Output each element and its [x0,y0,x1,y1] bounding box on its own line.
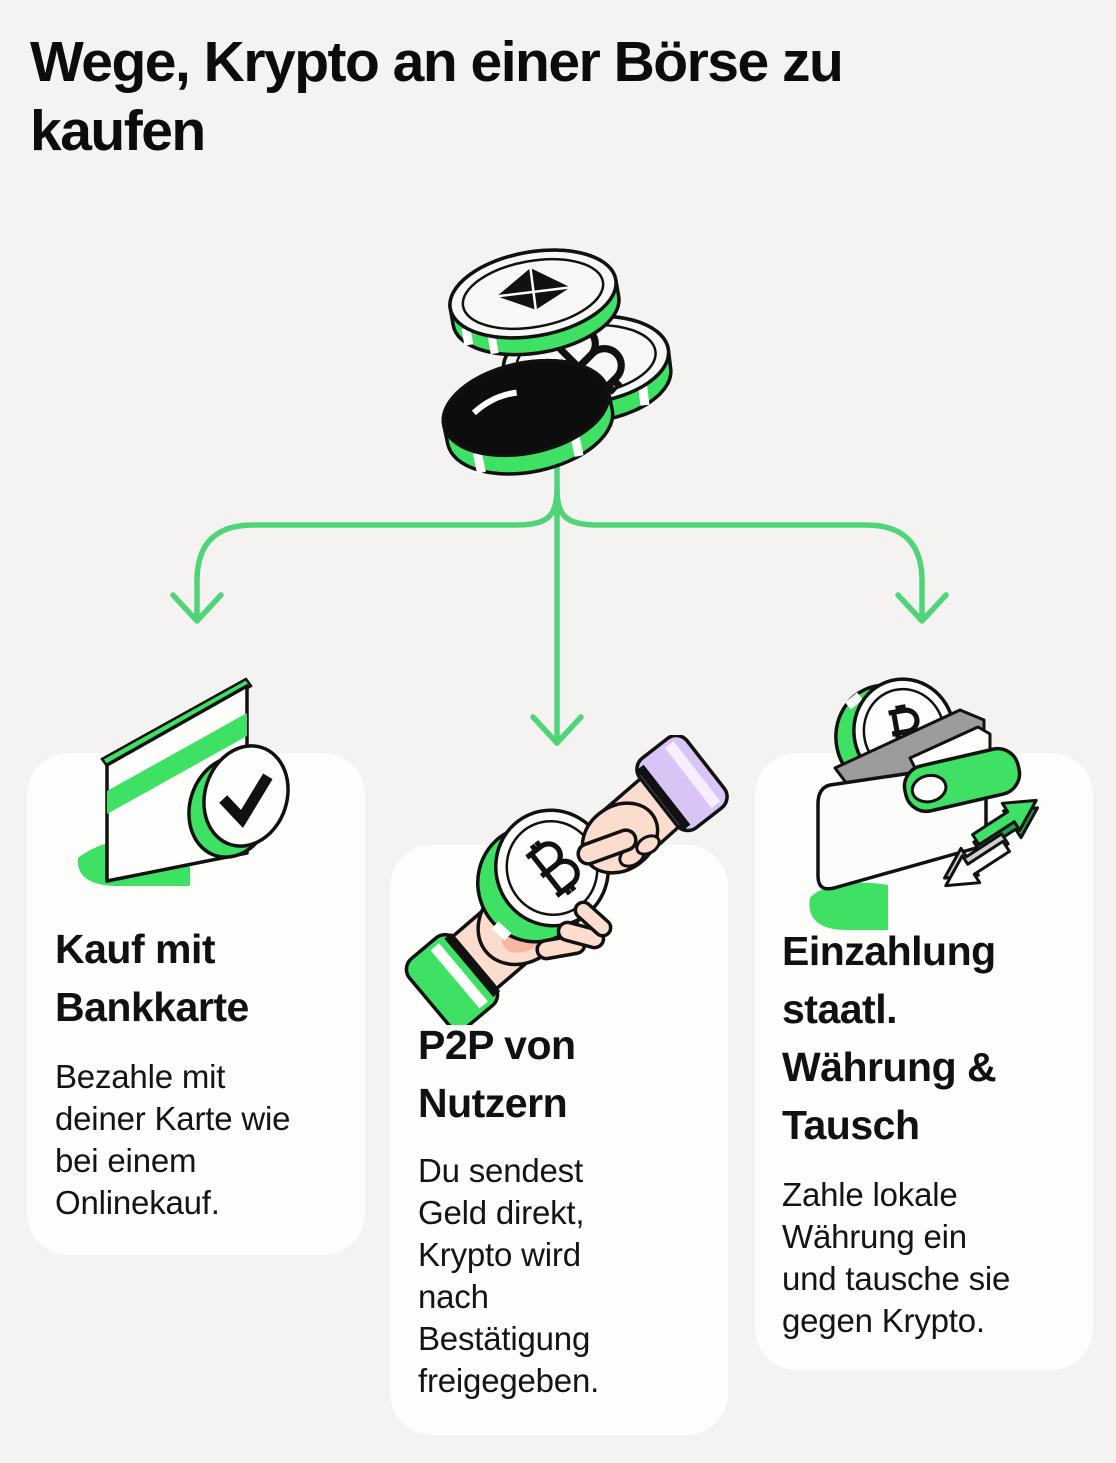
btc-coin-icon [476,808,610,944]
branch-right-arrowhead-icon [895,592,949,624]
check-circle-icon [187,744,290,859]
branch-center-arrowhead-icon [530,714,584,746]
eth-coin-icon [448,248,621,357]
branch-left-arrow [194,487,560,618]
pointing-hand-icon [576,735,729,875]
black-coin-icon [441,358,615,476]
wallet-exchange-icon [809,677,1039,930]
page-title: Wege, Krypto an einer Börse zu kaufen [30,30,844,163]
ethereum-symbol-icon [496,267,571,310]
giving-hand-fingers [535,900,613,961]
flow-arrows [170,455,949,746]
crypto-coins-stack-icon [441,248,673,476]
branch-left-arrowhead-icon [170,592,224,624]
green-shadow-blob [809,882,888,930]
bitcoin-symbol-icon [525,840,580,898]
card-body-p2p: Du sendest Geld direkt, Krypto wird nach… [418,1152,600,1399]
card-body-fiat: Zahle lokale Währung ein und tausche sie… [782,1176,1011,1339]
card-title-fiat: Einzahlung staatl. Währung & Tausch [782,928,997,1148]
card-title-p2p: P2P von Nutzern [418,1022,576,1126]
arrow-down-left-icon [943,832,1011,888]
card-title-bankcard: Kauf mit Bankkarte [55,926,249,1030]
wallet-strap [902,746,1022,814]
card-body-bankcard: Bezahle mit deiner Karte wie bei einem O… [55,1058,291,1221]
p2p-hands-exchange-icon [404,735,729,1025]
check-icon [219,773,273,829]
branch-right-arrow [554,487,925,618]
bank-card-check-icon [77,677,290,886]
